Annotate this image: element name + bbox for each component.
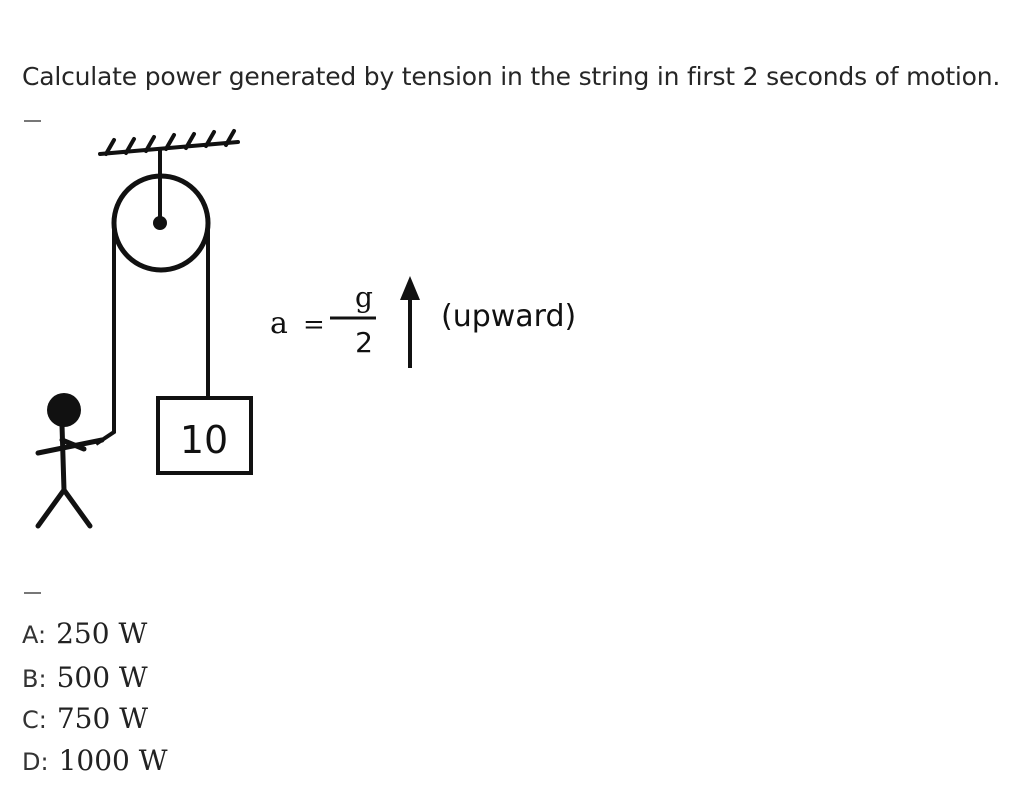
option-a-value: 250 W <box>56 617 148 650</box>
fraction-numerator: g <box>355 281 373 314</box>
equals-sign: = <box>303 310 325 340</box>
option-a[interactable]: A: 250 W <box>22 617 147 653</box>
pulley-wheel <box>111 173 211 273</box>
pulley-axle <box>153 216 167 230</box>
string-left <box>94 227 116 446</box>
option-b[interactable]: B: 500 W <box>22 661 148 697</box>
block-mass-label: 10 <box>180 418 228 462</box>
option-d[interactable]: D: 1000 W <box>22 744 168 780</box>
option-c-letter: C: <box>22 706 47 734</box>
fraction-denominator: 2 <box>355 326 373 359</box>
block <box>156 396 253 475</box>
option-d-letter: D: <box>22 748 49 776</box>
person-head <box>47 393 81 427</box>
direction-label: (upward) <box>441 299 576 334</box>
up-arrow-icon <box>400 276 420 368</box>
ceiling-support <box>98 129 240 156</box>
option-b-letter: B: <box>22 665 47 693</box>
question-text: Calculate power generated by tension in … <box>22 62 1001 91</box>
option-b-value: 500 W <box>56 661 148 694</box>
option-c-value: 750 W <box>56 702 148 735</box>
accel-symbol: a <box>270 306 288 341</box>
option-a-letter: A: <box>22 621 47 649</box>
person-figure <box>35 393 105 529</box>
option-c[interactable]: C: 750 W <box>22 702 148 738</box>
option-d-value: 1000 W <box>58 744 168 777</box>
separator-bottom <box>24 592 41 594</box>
separator-top <box>24 120 41 122</box>
